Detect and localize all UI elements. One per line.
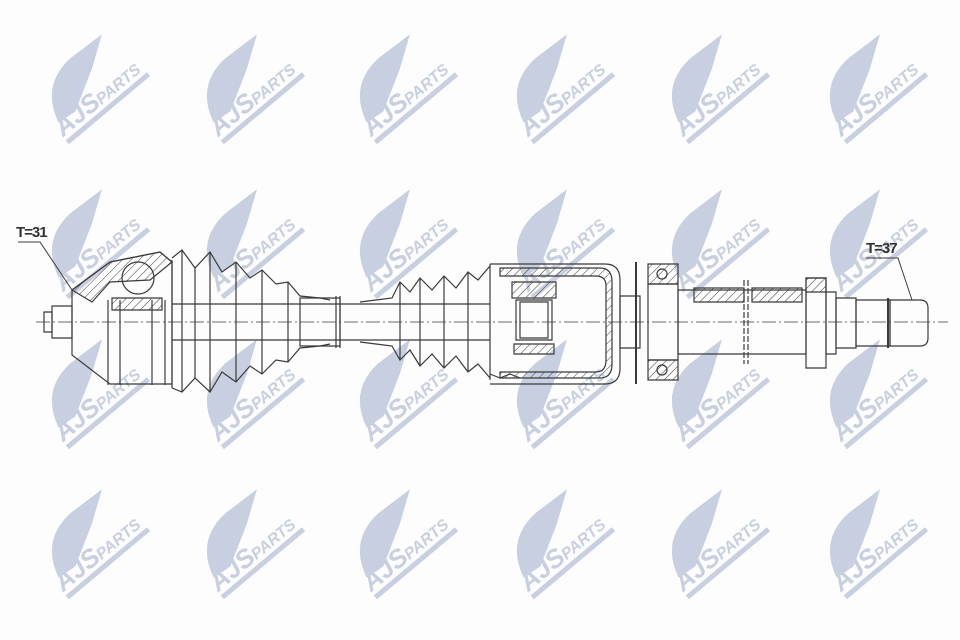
inner-boot (359, 264, 491, 380)
inner-joint-spline-label: T=37 (866, 240, 898, 257)
stub-shaft (835, 297, 929, 349)
leader-inner (866, 257, 913, 301)
inner-tripod-joint (489, 262, 641, 385)
outer-boot (171, 249, 331, 393)
leader-outer (18, 241, 73, 291)
outer-joint-spline-label: T=31 (16, 224, 48, 241)
shaft (172, 296, 490, 348)
intermediate-shaft (677, 277, 837, 369)
outer-cv-joint (43, 251, 173, 388)
bearing (647, 263, 679, 381)
